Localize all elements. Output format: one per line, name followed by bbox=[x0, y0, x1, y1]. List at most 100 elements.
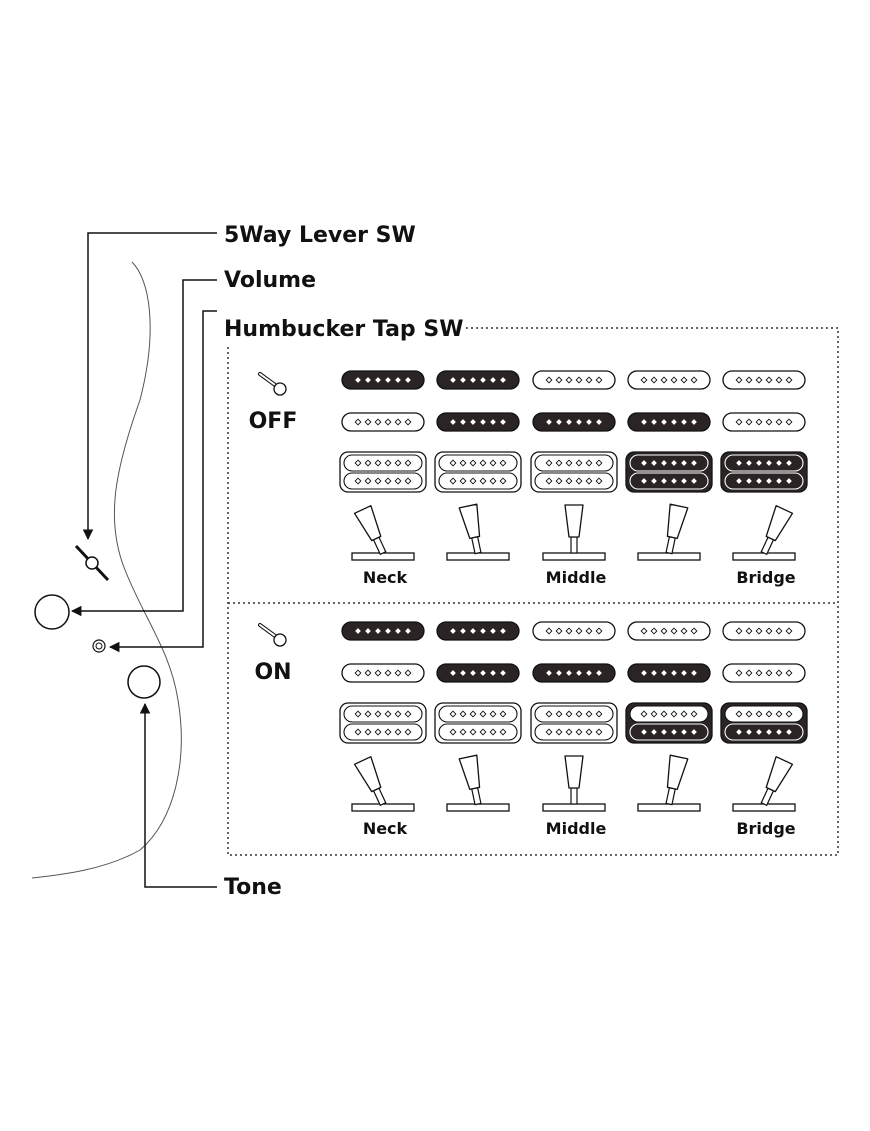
pole-piece bbox=[364, 477, 372, 485]
pole-piece bbox=[499, 477, 507, 485]
pole-piece bbox=[575, 627, 583, 635]
pole-piece bbox=[374, 418, 382, 426]
pole-piece bbox=[786, 729, 792, 735]
pole-piece bbox=[354, 710, 362, 718]
pole-piece bbox=[681, 478, 687, 484]
bridge-humbucker-1-4 bbox=[720, 702, 808, 744]
pole-piece bbox=[595, 710, 603, 718]
pole-piece bbox=[576, 419, 582, 425]
pole-piece bbox=[755, 418, 763, 426]
pole-piece bbox=[545, 728, 553, 736]
middle-pickup-1-2 bbox=[532, 663, 616, 683]
pole-piece bbox=[459, 477, 467, 485]
pole-piece bbox=[755, 669, 763, 677]
pole-piece bbox=[650, 376, 658, 384]
lever-position-0-4 bbox=[732, 505, 796, 561]
pole-piece bbox=[490, 628, 496, 634]
pole-piece bbox=[745, 418, 753, 426]
pole-piece bbox=[641, 729, 647, 735]
pole-piece bbox=[375, 377, 381, 383]
pole-piece bbox=[786, 478, 792, 484]
pole-piece bbox=[354, 459, 362, 467]
middle-pickup-0-1 bbox=[436, 412, 520, 432]
lever-position-1-3 bbox=[637, 754, 701, 812]
bridge-humbucker-0-0 bbox=[339, 451, 427, 493]
lever-sw-label: 5Way Lever SW bbox=[224, 223, 416, 248]
pole-piece bbox=[755, 376, 763, 384]
pole-piece bbox=[469, 459, 477, 467]
pole-piece bbox=[785, 669, 793, 677]
pole-piece bbox=[766, 478, 772, 484]
pole-piece bbox=[499, 710, 507, 718]
pole-piece bbox=[660, 376, 668, 384]
bridge-humbucker-1-2 bbox=[530, 702, 618, 744]
pole-piece bbox=[690, 376, 698, 384]
pole-piece bbox=[661, 478, 667, 484]
pole-piece bbox=[735, 376, 743, 384]
lever-switch-icon bbox=[74, 544, 110, 582]
pole-piece bbox=[745, 376, 753, 384]
pole-piece bbox=[384, 418, 392, 426]
pole-piece bbox=[450, 670, 456, 676]
pole-piece bbox=[555, 459, 563, 467]
pole-piece bbox=[681, 419, 687, 425]
pole-piece bbox=[556, 670, 562, 676]
pole-piece bbox=[566, 670, 572, 676]
pole-piece bbox=[670, 376, 678, 384]
pole-piece bbox=[565, 710, 573, 718]
pole-piece bbox=[384, 459, 392, 467]
pole-piece bbox=[384, 710, 392, 718]
pole-piece bbox=[586, 419, 592, 425]
bridge-humbucker-0-4 bbox=[720, 451, 808, 493]
pole-piece bbox=[490, 419, 496, 425]
neck-pickup-0-2 bbox=[532, 370, 616, 390]
state-label-off: OFF bbox=[249, 409, 298, 434]
pole-piece bbox=[640, 376, 648, 384]
pole-piece bbox=[765, 627, 773, 635]
pole-piece bbox=[576, 670, 582, 676]
pole-piece bbox=[680, 376, 688, 384]
lever-position-0-0 bbox=[351, 505, 415, 561]
pole-piece bbox=[459, 728, 467, 736]
pole-piece bbox=[681, 460, 687, 466]
pole-piece bbox=[766, 460, 772, 466]
pole-piece bbox=[596, 670, 602, 676]
neck-pickup-1-0 bbox=[341, 621, 425, 641]
pole-piece bbox=[746, 729, 752, 735]
pole-piece bbox=[651, 460, 657, 466]
pole-piece bbox=[680, 627, 688, 635]
bridge-humbucker-1-1 bbox=[434, 702, 522, 744]
pole-piece bbox=[565, 376, 573, 384]
pole-piece bbox=[671, 419, 677, 425]
pole-piece bbox=[641, 478, 647, 484]
pole-piece bbox=[479, 459, 487, 467]
pole-piece bbox=[384, 477, 392, 485]
pole-piece bbox=[556, 419, 562, 425]
pole-piece bbox=[650, 627, 658, 635]
middle-pickup-0-0 bbox=[341, 412, 425, 432]
pole-piece bbox=[785, 710, 793, 718]
pole-piece bbox=[775, 418, 783, 426]
pole-piece bbox=[575, 728, 583, 736]
position-label-middle: Middle bbox=[546, 819, 607, 838]
pole-piece bbox=[765, 710, 773, 718]
pole-piece bbox=[765, 418, 773, 426]
pole-piece bbox=[756, 460, 762, 466]
pole-piece bbox=[555, 710, 563, 718]
pole-piece bbox=[480, 419, 486, 425]
tone-knob-icon bbox=[127, 665, 161, 699]
pole-piece bbox=[691, 419, 697, 425]
pole-piece bbox=[735, 418, 743, 426]
position-label-bridge: Bridge bbox=[736, 819, 795, 838]
pole-piece bbox=[596, 419, 602, 425]
pole-piece bbox=[776, 478, 782, 484]
neck-pickup-1-3 bbox=[627, 621, 711, 641]
toggle-icon-off bbox=[258, 372, 287, 396]
middle-pickup-0-2 bbox=[532, 412, 616, 432]
volume-leader-line bbox=[70, 279, 217, 617]
pole-piece bbox=[745, 710, 753, 718]
pole-piece bbox=[480, 377, 486, 383]
lever-position-0-1 bbox=[446, 503, 510, 561]
pole-piece bbox=[364, 710, 372, 718]
